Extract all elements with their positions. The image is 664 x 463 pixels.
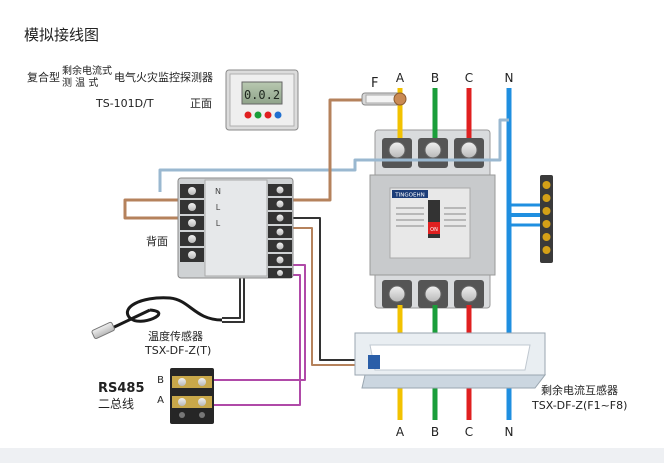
rs485-terminal-b: B: [157, 375, 164, 386]
detector-name-lower: 测 温 式: [62, 76, 98, 89]
phase-label-n-top: N: [505, 71, 514, 85]
rs485-terminal-block: [170, 368, 214, 424]
phase-label-a-top: A: [396, 71, 405, 85]
terminal-letter-n: N: [215, 187, 221, 196]
breaker-brand: TINGOEHN: [394, 193, 424, 199]
phase-labels-bottom: A B C N: [396, 425, 514, 439]
rs485-terminal-a: A: [157, 395, 164, 406]
temperature-sensor: [91, 296, 223, 340]
phase-label-a-bottom: A: [396, 425, 405, 439]
detector-name-prefix: 复合型: [27, 70, 60, 84]
breaker-on-label: ON: [430, 227, 438, 233]
fuse-label: F: [371, 76, 378, 91]
detector-back-label: 背面: [146, 234, 168, 248]
detector-back-panel: N L L: [177, 177, 294, 279]
neutral-bus-bar: [540, 175, 553, 263]
temp-sensor-model: TSX-DF-Z(T): [144, 344, 211, 357]
phase-label-c-bottom: C: [465, 425, 473, 439]
fuse: [361, 92, 407, 106]
terminal-letter-l2: L: [216, 219, 221, 228]
page-title: 模拟接线图: [24, 26, 99, 44]
rs485-line1: RS485: [98, 381, 145, 396]
phase-label-c-top: C: [465, 71, 473, 85]
rs485-line2: 二总线: [98, 397, 134, 411]
detector-lcd: [241, 81, 283, 105]
ct-name: 剩余电流互感器: [541, 383, 618, 397]
detector-button-red[interactable]: [244, 111, 252, 119]
wire-blue-supply: [158, 118, 509, 192]
breaker-bottom-terminals: [382, 280, 484, 308]
detector-button-red-2[interactable]: [264, 111, 272, 119]
circuit-breaker: TINGOEHN ON: [369, 129, 496, 309]
wire-dark-ct: [275, 217, 372, 361]
phase-label-b-top: B: [431, 71, 439, 85]
breaker-brand-plate: [392, 190, 428, 198]
breaker-top-terminals: [382, 138, 484, 168]
detector-button-blue[interactable]: [274, 111, 282, 119]
temp-sensor-name: 温度传感器: [148, 329, 203, 343]
back-terminals-left: [180, 184, 204, 262]
detector-front-panel: 0.0.2: [225, 69, 299, 131]
back-terminals-right: [268, 184, 292, 278]
ct-model: TSX-DF-Z(F1~F8): [531, 399, 627, 412]
residual-current-transformer: [354, 332, 547, 389]
detector-name-suffix: 电气火灾监控探测器: [114, 70, 213, 84]
detector-button-green[interactable]: [254, 111, 262, 119]
phase-label-n-bottom: N: [505, 425, 514, 439]
phase-labels-top: A B C N: [396, 71, 514, 85]
bottom-band: [0, 448, 664, 463]
detector-model: TS-101D/T: [95, 97, 154, 110]
detector-view-label: 正面: [190, 97, 212, 110]
terminal-letter-l1: L: [216, 203, 221, 212]
phase-label-b-bottom: B: [431, 425, 439, 439]
detector-lcd-value: 0.0.2: [244, 88, 280, 102]
detector-name-upper: 剩余电流式: [62, 64, 112, 77]
